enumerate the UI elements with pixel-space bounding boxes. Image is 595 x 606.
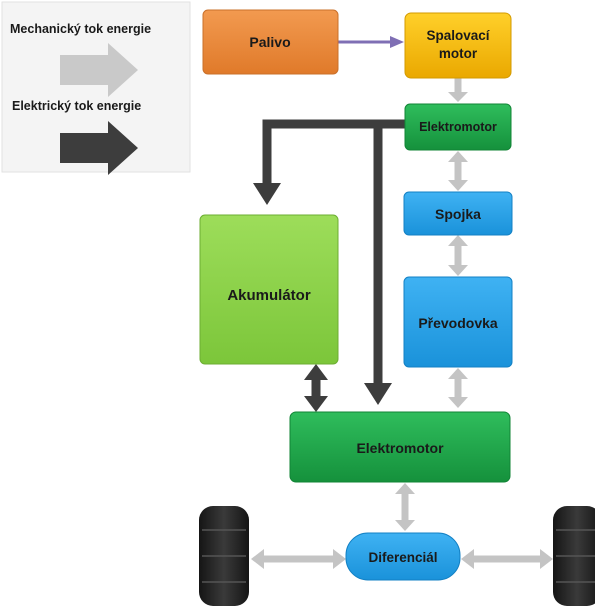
battery-to-motor-arrow-head-up bbox=[304, 364, 328, 380]
right-wheel-icon bbox=[553, 506, 595, 606]
motor-to-rear-motor-arrow-head bbox=[364, 383, 392, 405]
svg-text:Spojka: Spojka bbox=[435, 206, 481, 222]
svg-text:Elektromotor: Elektromotor bbox=[419, 120, 497, 134]
electric-motor-bottom-block: Elektromotor bbox=[289, 411, 511, 483]
left-wheel-icon bbox=[199, 506, 249, 606]
legend: Mechanický tok energie Elektrický tok en… bbox=[1, 1, 191, 175]
gearbox-block: Převodovka bbox=[403, 276, 513, 368]
svg-text:Převodovka: Převodovka bbox=[418, 315, 498, 331]
electrical-flow-arrows bbox=[253, 119, 408, 412]
fuel-block: Palivo bbox=[202, 9, 339, 75]
svg-text:Elektromotor: Elektromotor bbox=[356, 440, 444, 456]
motor-to-battery-arrow-head bbox=[253, 183, 281, 205]
battery-to-motor-arrow-head-down bbox=[304, 396, 328, 412]
svg-text:Diferenciál: Diferenciál bbox=[368, 550, 437, 565]
mechanical-flow-arrows bbox=[251, 78, 553, 569]
svg-text:Akumulátor: Akumulátor bbox=[227, 287, 311, 304]
clutch-block: Spojka bbox=[403, 191, 513, 236]
battery-block: Akumulátor bbox=[199, 214, 339, 365]
legend-mechanical-label: Mechanický tok energie bbox=[10, 22, 151, 36]
fuel-flow-arrow bbox=[338, 36, 404, 48]
differential-block: Diferenciál bbox=[345, 532, 461, 581]
combustion-engine-block: Spalovací motor bbox=[404, 12, 512, 79]
svg-text:Spalovací: Spalovací bbox=[426, 28, 490, 43]
legend-electrical-label: Elektrický tok energie bbox=[12, 99, 141, 113]
mechanical-flow-legend-arrow bbox=[60, 43, 138, 97]
svg-text:Palivo: Palivo bbox=[249, 34, 290, 50]
motor-to-battery-arrow bbox=[262, 119, 408, 183]
electrical-flow-legend-arrow bbox=[60, 121, 138, 175]
svg-text:motor: motor bbox=[439, 46, 478, 61]
electric-motor-top-block: Elektromotor bbox=[404, 103, 512, 151]
